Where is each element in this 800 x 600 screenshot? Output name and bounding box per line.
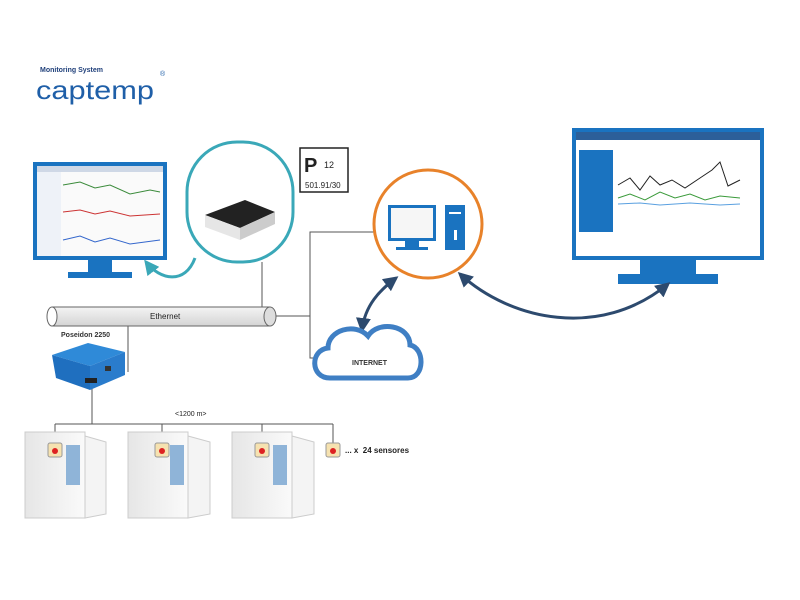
display-arrow: [144, 257, 197, 279]
logo-registered: ®: [160, 70, 166, 78]
ethernet-label: Ethernet: [150, 312, 181, 321]
poseidon-device: Poseidon 2250: [52, 332, 125, 390]
distance-label: <1200 m>: [175, 411, 207, 418]
certification-badge: P 12 501.91/30: [299, 147, 349, 193]
sensor-icon: [254, 442, 270, 458]
device-name: Poseidon 2250: [61, 332, 110, 339]
cold-room-3: [231, 431, 315, 519]
cert-letter: P: [304, 155, 317, 177]
desktop-monitor: [33, 162, 167, 278]
web-dashboard-monitor: [572, 128, 764, 284]
internet-cloud: INTERNET: [312, 324, 424, 381]
cold-room-1: [24, 431, 107, 519]
logo-brand: captemp: [36, 75, 154, 105]
cert-code: 501.91/30: [305, 181, 341, 190]
cert-number: 12: [324, 160, 334, 170]
temperature-sensors: [47, 442, 341, 458]
sensor-icon: [47, 442, 63, 458]
sensor-count-label: ... x 24 sensores: [345, 446, 410, 455]
logo-tagline: Monitoring System: [40, 67, 103, 74]
captemp-logo: Monitoring System captemp ®: [36, 67, 166, 105]
sensor-icon: [325, 442, 341, 458]
server-dashboard-arrow: [457, 271, 671, 320]
mini-pc-server: [144, 140, 295, 279]
internet-label: INTERNET: [352, 360, 388, 367]
internet-server-arrow: [355, 276, 399, 333]
web-server: [372, 168, 484, 280]
sensor-icon: [154, 442, 170, 458]
ethernet-backbone: Ethernet: [46, 306, 277, 327]
